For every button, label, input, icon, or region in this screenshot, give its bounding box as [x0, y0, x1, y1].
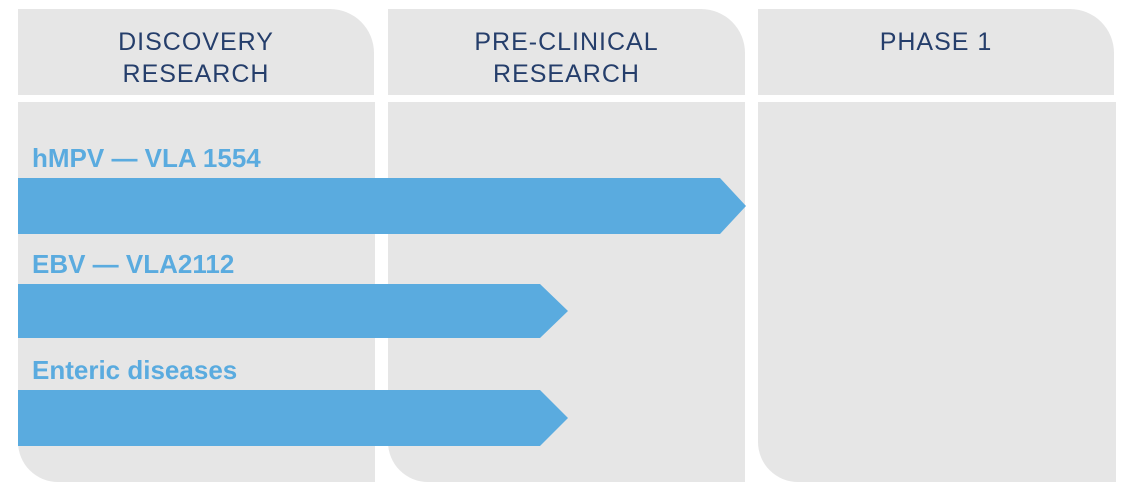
column-header-line1: DISCOVERY — [118, 28, 274, 56]
column-header-phase1: PHASE 1 — [758, 9, 1114, 95]
row-label-enteric: Enteric diseases — [32, 355, 238, 385]
progress-arrow-ebv — [18, 284, 568, 338]
progress-arrow-enteric — [18, 390, 568, 446]
column-header-preclinical: PRE-CLINICAL RESEARCH — [388, 9, 745, 95]
column-header-line1: PRE-CLINICAL — [474, 28, 659, 56]
row-label-ebv: EBV — VLA2112 — [32, 249, 235, 279]
progress-arrow-hmpv — [18, 178, 746, 234]
row-label-hmpv: hMPV — VLA 1554 — [32, 143, 261, 173]
column-body-phase1 — [758, 102, 1116, 482]
column-header-discovery: DISCOVERY RESEARCH — [18, 9, 374, 95]
column-header-line2: RESEARCH — [493, 60, 640, 88]
column-header-line1: PHASE 1 — [879, 28, 993, 56]
column-header-line2: RESEARCH — [122, 60, 270, 88]
